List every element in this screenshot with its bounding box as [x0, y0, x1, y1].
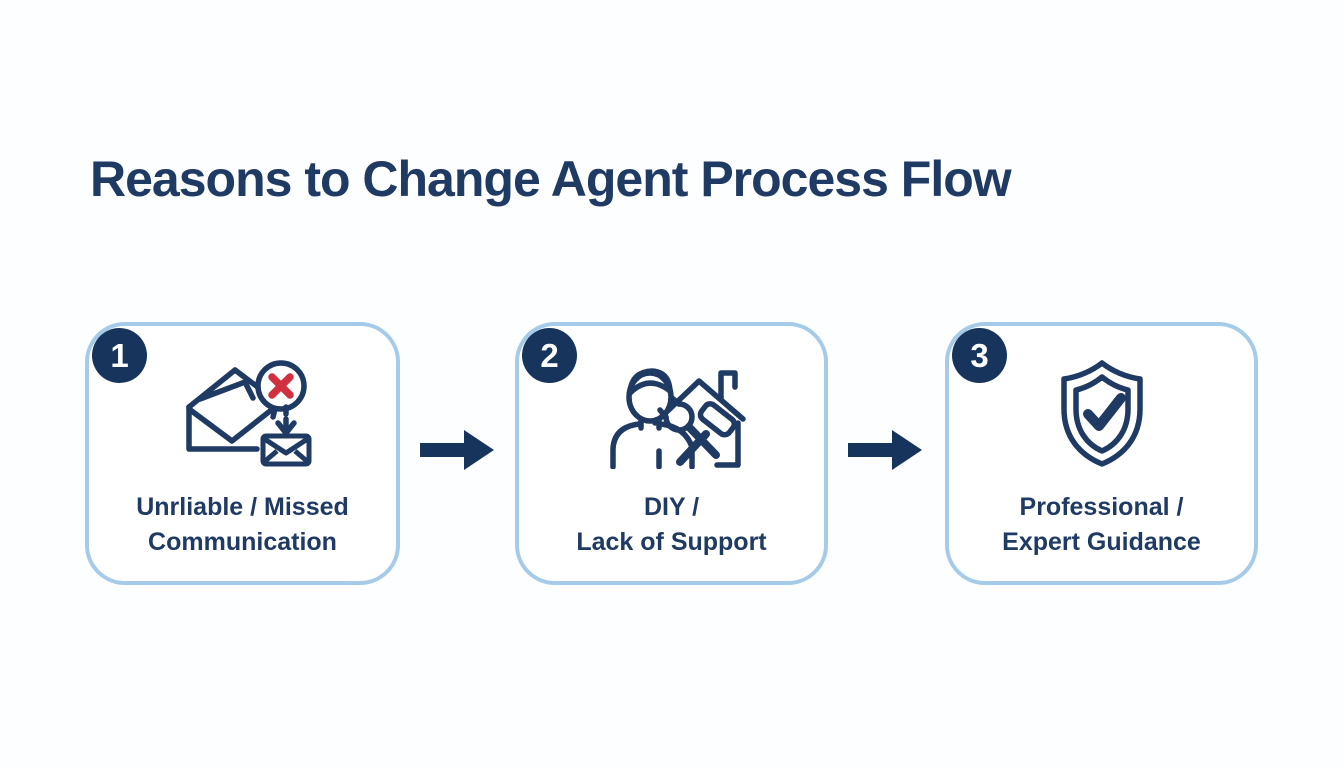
step-2-label: DIY / Lack of Support	[519, 490, 824, 560]
step-1-number-badge: 1	[92, 328, 147, 383]
shield-check-icon	[949, 356, 1254, 470]
step-1-label: Unrliable / Missed Communication	[89, 490, 396, 560]
step-1-label-line2: Communication	[148, 528, 337, 556]
right-arrow-icon	[420, 428, 496, 472]
step-card-3: 3 Professional / Expert Guidance	[945, 322, 1258, 585]
step-2-label-line1: DIY /	[643, 493, 700, 521]
step-3-label-line2: Expert Guidance	[1002, 528, 1201, 556]
right-arrow-icon	[848, 428, 924, 472]
step-card-1: 1	[85, 322, 400, 585]
missed-email-icon	[89, 356, 396, 470]
step-1-label-line1: Unrliable / Missed	[136, 493, 349, 521]
step-2-number-badge: 2	[522, 328, 577, 383]
step-3-number-badge: 3	[952, 328, 1007, 383]
step-card-2: 2	[515, 322, 828, 585]
page-title: Reasons to Change Agent Process Flow	[90, 151, 1012, 207]
step-2-label-line2: Lack of Support	[576, 528, 767, 556]
step-3-label: Professional / Expert Guidance	[949, 490, 1254, 560]
step-3-label-line1: Professional /	[1019, 493, 1184, 521]
diy-house-tools-icon	[519, 356, 824, 470]
